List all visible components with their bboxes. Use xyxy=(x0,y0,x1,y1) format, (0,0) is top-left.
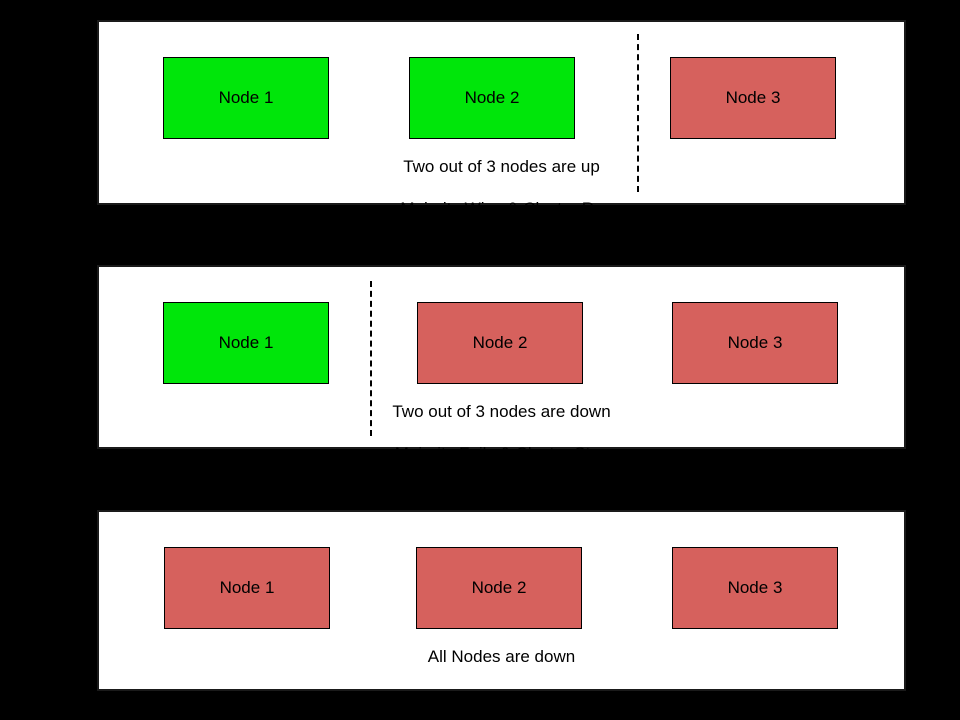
caption-line-1: All Nodes are down xyxy=(427,647,576,666)
node-box-3: Node 3 xyxy=(672,547,838,629)
node-label: Node 3 xyxy=(727,333,783,352)
node-box-1: Node 1 xyxy=(163,302,329,384)
panel-two-nodes-up: Node 1 Node 2 Node 3 Two out of 3 nodes … xyxy=(97,20,906,218)
node-label: Node 1 xyxy=(219,578,275,597)
caption-line-2: Majority Fails & Cluster Stops xyxy=(394,689,618,708)
caption-line-1: Two out of 3 nodes are up xyxy=(403,157,600,176)
panel-caption: Two out of 3 nodes are down Majority Fai… xyxy=(99,401,904,464)
node-box-3: Node 3 xyxy=(670,57,836,139)
node-box-2: Node 2 xyxy=(417,302,583,384)
node-label: Node 2 xyxy=(464,88,520,107)
caption-line-1: Two out of 3 nodes are down xyxy=(392,402,611,421)
node-label: Node 1 xyxy=(218,88,274,107)
node-label: Node 1 xyxy=(218,333,274,352)
panel-all-nodes-down: Node 1 Node 2 Node 3 All Nodes are down … xyxy=(97,510,906,708)
panel-caption: Two out of 3 nodes are up , Majority Win… xyxy=(99,156,904,219)
caption-line-2: Majority Fails & Cluster Stops xyxy=(394,444,618,463)
panel-two-nodes-down: Node 1 Node 2 Node 3 Two out of 3 nodes … xyxy=(97,265,906,463)
partition-divider-line xyxy=(637,34,639,192)
node-box-1: Node 1 xyxy=(163,57,329,139)
node-box-1: Node 1 xyxy=(164,547,330,629)
caption-line-2: , Majority Wins & Cluster Runs xyxy=(390,199,622,218)
node-label: Node 2 xyxy=(471,578,527,597)
node-box-3: Node 3 xyxy=(672,302,838,384)
node-label: Node 2 xyxy=(472,333,528,352)
node-box-2: Node 2 xyxy=(416,547,582,629)
node-label: Node 3 xyxy=(725,88,781,107)
node-label: Node 3 xyxy=(727,578,783,597)
node-box-2: Node 2 xyxy=(409,57,575,139)
panel-caption: All Nodes are down Majority Fails & Clus… xyxy=(99,646,904,709)
partition-divider-line xyxy=(370,281,372,436)
